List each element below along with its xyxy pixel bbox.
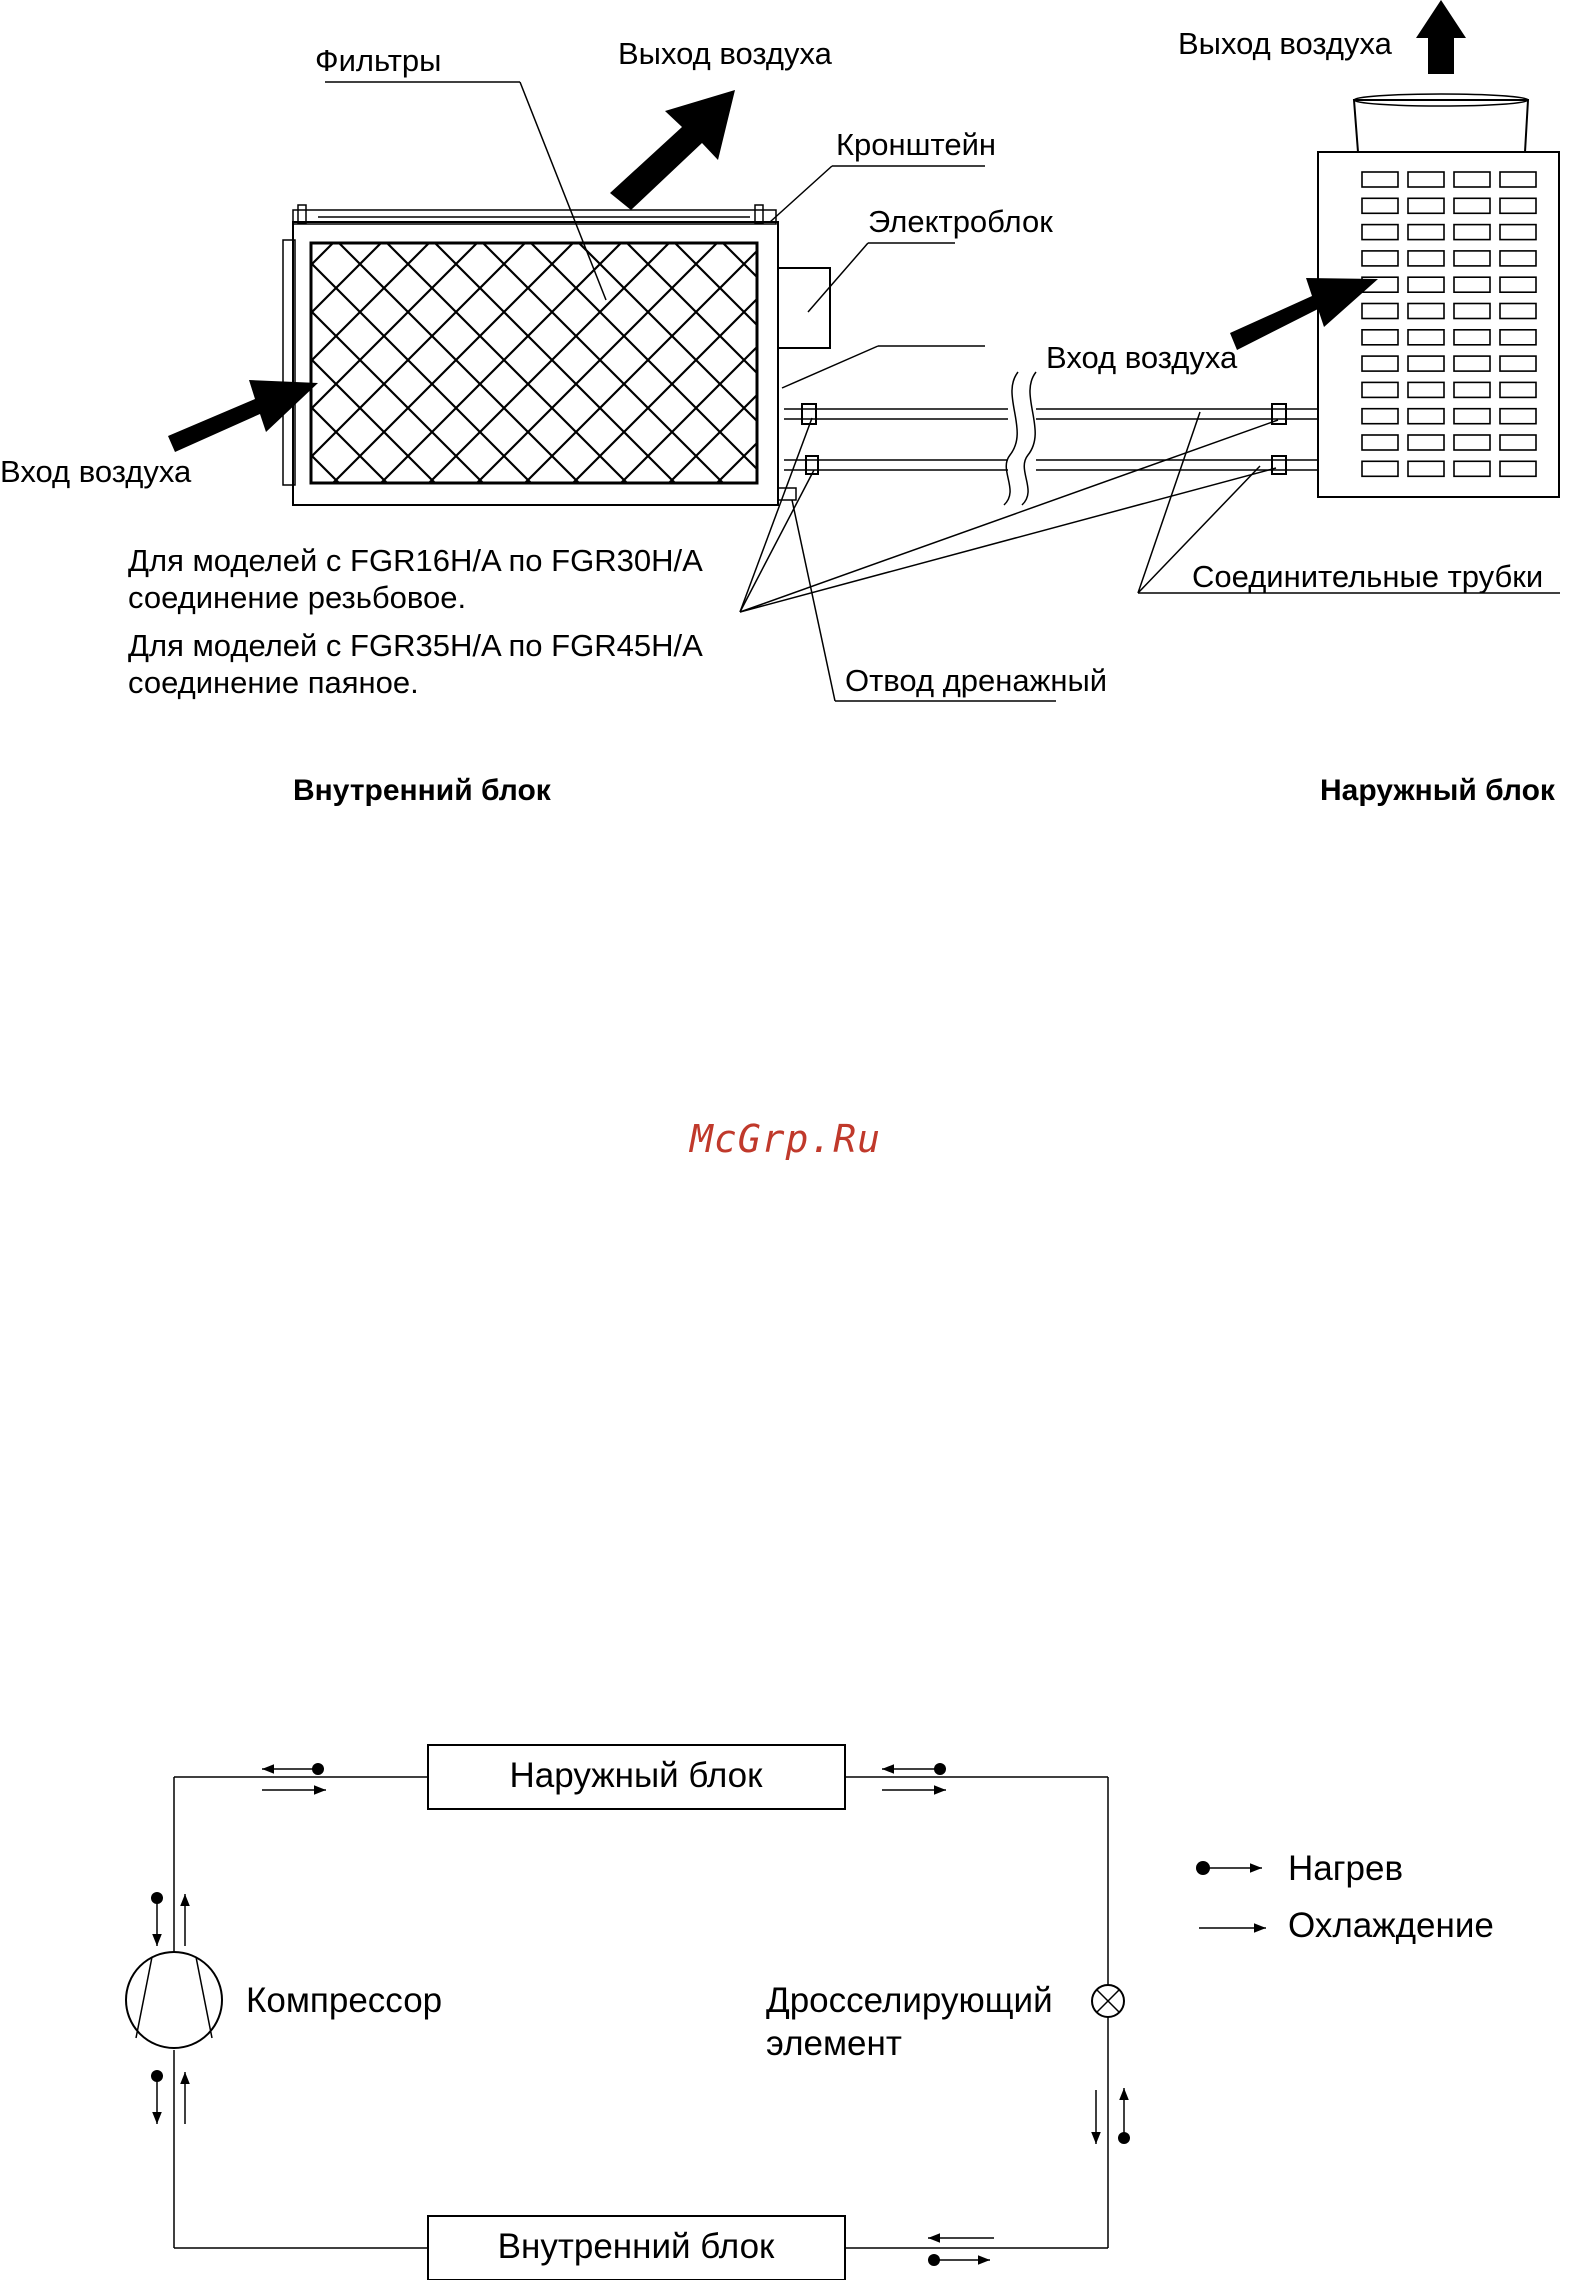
grille-slot (1499, 302, 1537, 320)
grille-slot (1499, 223, 1537, 241)
grille-slot (1499, 171, 1537, 188)
grille-slot (1453, 460, 1491, 478)
grille-slot (1361, 434, 1399, 451)
grille-slot (1453, 407, 1491, 425)
grille-slot (1361, 460, 1399, 478)
legend-cooling-label: Охлаждение (1288, 1906, 1494, 1945)
grille-slot (1499, 197, 1537, 215)
grille-slot (1407, 381, 1445, 399)
watermark: McGrp.Ru (688, 1117, 881, 1161)
grille-slot (1453, 171, 1491, 188)
grille-slot (1499, 381, 1537, 399)
leader-lines (325, 81, 1560, 702)
indoor-unit (282, 204, 831, 506)
caption-indoor-unit: Внутренний блок (293, 774, 552, 807)
air-out-arrow-outdoor (1416, 0, 1466, 74)
label-air-in-outdoor: Вход воздуха (1046, 340, 1238, 375)
grille-slot (1453, 197, 1491, 215)
grille-slot (1499, 250, 1537, 267)
note-soldered-line2: соединение паяное. (128, 665, 419, 700)
grille-slot (1361, 171, 1399, 188)
grille-slot (1453, 276, 1491, 294)
grille-slot (1499, 276, 1537, 294)
throttle-label-line1: Дросселирующий (766, 1981, 1053, 2020)
label-bracket: Кронштейн (836, 127, 996, 162)
grille-slot (1407, 250, 1445, 267)
label-drain: Отвод дренажный (845, 663, 1107, 698)
grille-slot (1499, 434, 1537, 451)
air-in-arrow-indoor (168, 380, 318, 452)
grille-slot (1453, 355, 1491, 372)
grille-slot (1499, 460, 1537, 478)
grille-slot (1407, 302, 1445, 320)
electro-box (777, 267, 831, 349)
note-soldered-line1: Для моделей с FGR35H/A по FGR45H/A (128, 628, 703, 663)
grille-slot (1453, 434, 1491, 451)
grille-slot (1407, 407, 1445, 425)
legend (1196, 1861, 1266, 1933)
compressor-label: Компрессор (246, 1981, 442, 2020)
outdoor-unit (1317, 93, 1560, 498)
throttle-valve-symbol (1091, 1984, 1125, 2018)
grille-slot (1407, 355, 1445, 372)
compressor-symbol (125, 1951, 223, 2049)
indoor-unit-box-label: Внутренний блок (498, 2227, 775, 2266)
label-electroblock: Электроблок (868, 204, 1053, 239)
grille-slot (1361, 250, 1399, 267)
label-air-in-indoor: Вход воздуха (0, 454, 192, 489)
grille-slot (1361, 407, 1399, 425)
caption-outdoor-unit: Наружный блок (1320, 774, 1556, 807)
grille-slot (1407, 434, 1445, 451)
note-threaded-line2: соединение резьбовое. (128, 580, 466, 615)
legend-heating-label: Нагрев (1288, 1849, 1403, 1888)
grille-slot (1407, 197, 1445, 215)
outdoor-unit-box-label: Наружный блок (510, 1756, 764, 1795)
grille-slot (1407, 276, 1445, 294)
indoor-housing (292, 221, 779, 506)
grille-slot (1361, 381, 1399, 399)
label-air-out-indoor: Выход воздуха (618, 36, 833, 71)
grille-slot (1407, 460, 1445, 478)
note-threaded-line1: Для моделей с FGR16H/A по FGR30H/A (128, 543, 703, 578)
grille-slot (1499, 355, 1537, 372)
grille-slot (1453, 250, 1491, 267)
air-in-arrow-outdoor (1230, 278, 1378, 350)
flow-arrows (151, 1763, 1130, 2266)
grille-slot (1499, 407, 1537, 425)
label-filters: Фильтры (315, 43, 441, 78)
filter-panel (309, 241, 759, 485)
refrigerant-circuit (125, 1744, 1266, 2281)
label-pipes: Соединительные трубки (1192, 559, 1543, 594)
grille-slot (1361, 197, 1399, 215)
throttle-label-line2: элемент (766, 2024, 902, 2063)
grille-slot (1407, 171, 1445, 188)
grille-slot (1453, 381, 1491, 399)
outdoor-grille (1361, 171, 1537, 478)
air-out-arrow-indoor (610, 90, 735, 210)
outdoor-housing (1317, 151, 1560, 498)
grille-slot (1361, 328, 1399, 346)
grille-slot (1361, 302, 1399, 320)
grille-slot (1361, 223, 1399, 241)
grille-slot (1407, 223, 1445, 241)
grille-slot (1407, 328, 1445, 346)
outdoor-unit-box (427, 1744, 846, 1810)
connecting-pipes (784, 371, 1318, 506)
grille-slot (1453, 302, 1491, 320)
grille-slot (1453, 328, 1491, 346)
grille-slot (1361, 355, 1399, 372)
label-air-out-outdoor: Выход воздуха (1178, 26, 1393, 61)
grille-slot (1453, 223, 1491, 241)
grille-slot (1499, 328, 1537, 346)
